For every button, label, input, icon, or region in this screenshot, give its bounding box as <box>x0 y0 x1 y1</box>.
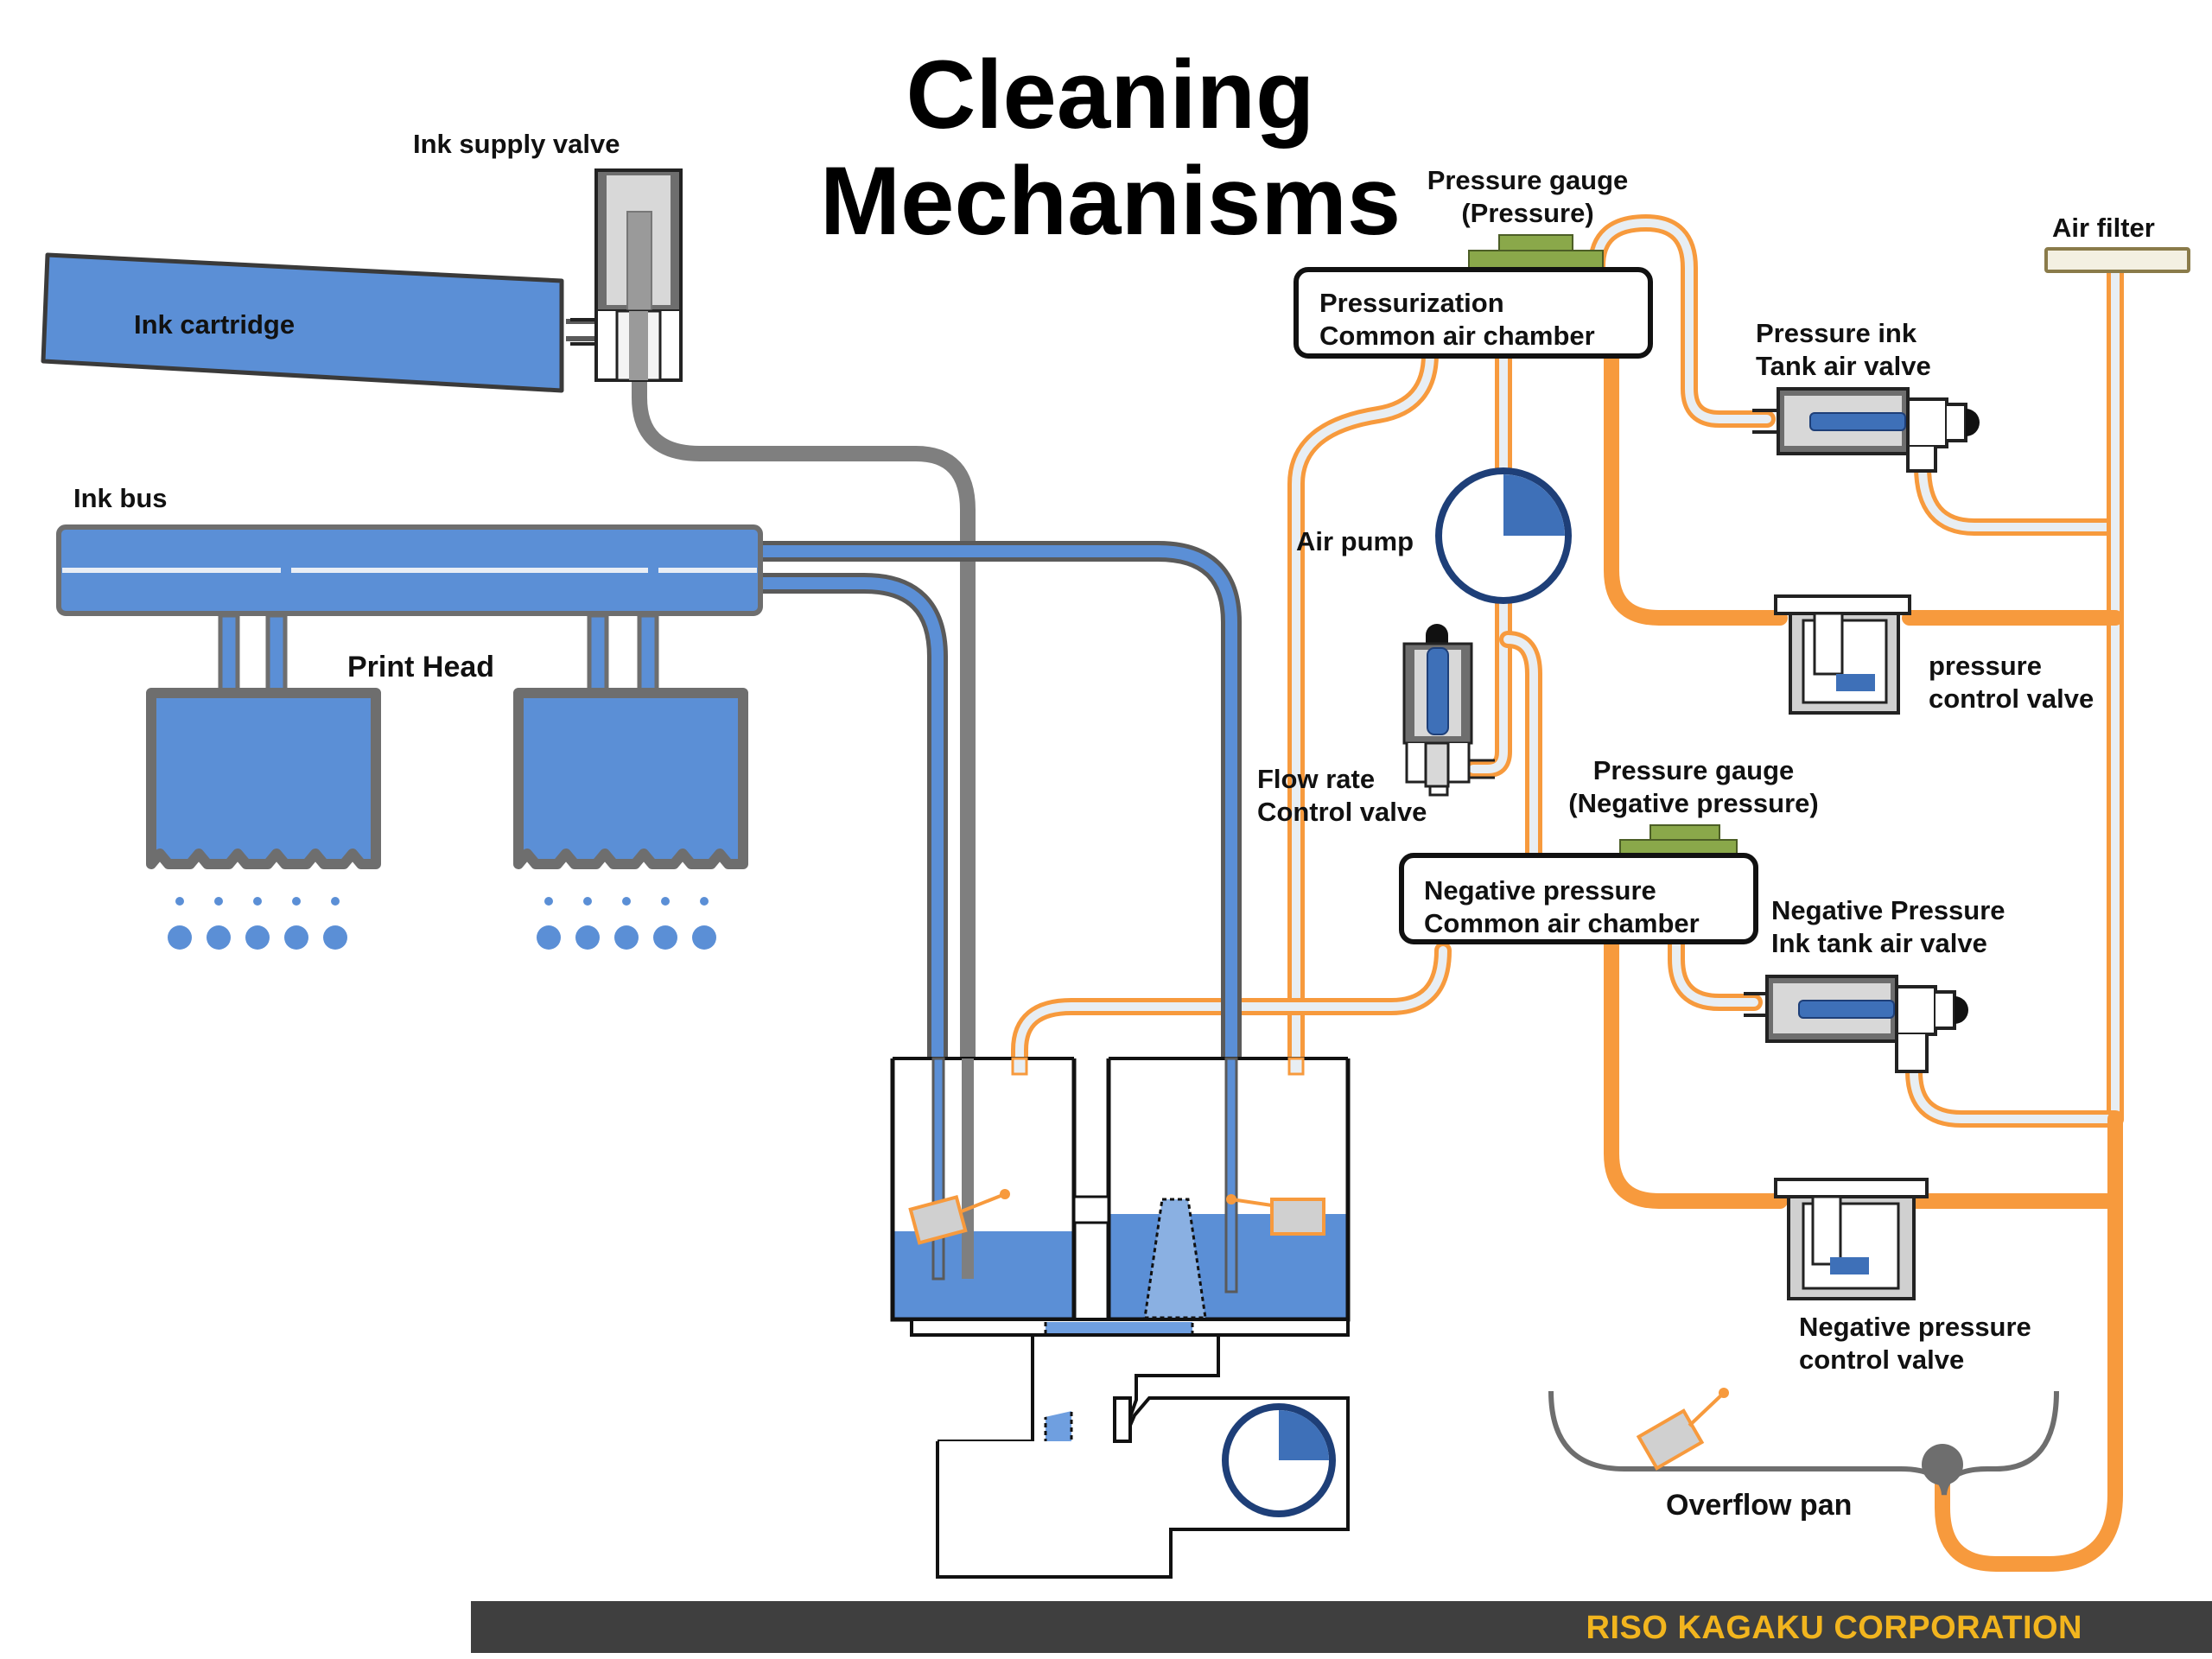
label-negative-control-line1: Negative pressure <box>1799 1312 2031 1342</box>
tank-floats <box>908 1189 1325 1245</box>
label-pressure-control-valve: pressure control valve <box>1929 650 2094 715</box>
ink-supply-pipe <box>632 380 976 1279</box>
ink-tank-left <box>890 1057 1077 1322</box>
pressure-gauge-icon <box>1468 234 1604 269</box>
pressure-ink-tank-air-valve <box>1752 387 1980 473</box>
ink-droplets <box>168 897 716 950</box>
title-line-1: Cleaning <box>906 41 1315 149</box>
label-negative-gauge-line2: (Negative pressure) <box>1568 787 1819 818</box>
label-negative-pressure-chamber: Negative pressure Common air chamber <box>1424 874 1700 940</box>
label-pressure-ink-tank-air-valve: Pressure ink Tank air valve <box>1756 317 1931 383</box>
label-pressurization-line2: Common air chamber <box>1319 320 1595 351</box>
print-head-1 <box>146 613 381 869</box>
label-ink-cartridge: Ink cartridge <box>134 309 296 340</box>
label-negative-pressure-gauge: Pressure gauge (Negative pressure) <box>1555 754 1832 820</box>
negative-ink-tank-air-valve <box>1744 975 1968 1073</box>
ink-supply-valve <box>570 168 683 382</box>
lower-air-pump-icon <box>1222 1403 1336 1517</box>
label-negative-pressure-control-valve: Negative pressure control valve <box>1799 1311 2031 1376</box>
title-line-2: Mechanisms <box>819 147 1402 256</box>
pressurization-chamber <box>1294 267 1653 359</box>
label-negative-control-line2: control valve <box>1799 1344 1965 1375</box>
label-pressure-ink-line2: Tank air valve <box>1756 350 1931 381</box>
ink-bus-pipes <box>760 541 1242 1296</box>
negative-pressure-gauge-icon <box>1619 824 1738 858</box>
label-pressure-gauge: Pressure gauge (Pressure) <box>1415 164 1640 230</box>
label-negative-ink-tank-air-valve: Negative Pressure Ink tank air valve <box>1771 894 2005 960</box>
label-pressurization-line1: Pressurization <box>1319 288 1504 318</box>
label-negative-chamber-line2: Common air chamber <box>1424 907 1700 938</box>
air-pipes <box>1011 214 2124 1572</box>
air-filter-icon <box>2044 247 2190 273</box>
label-flow-rate-line1: Flow rate <box>1257 764 1376 794</box>
overflow-pan <box>1548 1388 2059 1496</box>
label-flow-rate-line2: Control valve <box>1257 796 1427 827</box>
label-negative-ink-line1: Negative Pressure <box>1771 895 2005 925</box>
label-pressure-gauge-line1: Pressure gauge <box>1427 165 1629 195</box>
label-air-pump: Air pump <box>1296 526 1414 556</box>
label-overflow-pan: Overflow pan <box>1666 1489 1853 1522</box>
label-ink-supply-valve: Ink supply valve <box>413 129 620 159</box>
label-pressure-control-line2: control valve <box>1929 683 2094 714</box>
diagram-title: Cleaning Mechanisms <box>778 41 1443 256</box>
negative-pressure-chamber <box>1399 853 1758 944</box>
tank-pipe-ends <box>931 1057 1305 1294</box>
label-pressure-ink-line1: Pressure ink <box>1756 318 1917 348</box>
label-ink-bus: Ink bus <box>73 483 168 513</box>
company-name: RISO KAGAKU CORPORATION <box>1586 1610 2082 1646</box>
pressure-control-valve <box>1774 594 1911 715</box>
label-negative-gauge-line1: Pressure gauge <box>1592 755 1795 785</box>
label-air-filter: Air filter <box>2052 213 2155 243</box>
label-pressure-gauge-line2: (Pressure) <box>1461 197 1594 228</box>
negative-pressure-control-valve <box>1774 1178 1929 1300</box>
print-head-2 <box>513 613 748 869</box>
label-negative-ink-line2: Ink tank air valve <box>1771 927 1987 958</box>
footer-bar: RISO KAGAKU CORPORATION <box>471 1601 2212 1653</box>
label-flow-rate-control-valve: Flow rate Control valve <box>1257 763 1427 829</box>
ink-bus <box>56 524 763 616</box>
ink-cartridge <box>41 252 596 393</box>
label-negative-chamber-line1: Negative pressure <box>1424 875 1656 906</box>
air-pump-icon <box>1435 467 1572 604</box>
label-pressure-control-line1: pressure <box>1929 651 2042 681</box>
label-pressurization-chamber: Pressurization Common air chamber <box>1319 287 1595 353</box>
flow-rate-control-valve <box>1402 624 1495 797</box>
label-print-head: Print Head <box>347 651 495 683</box>
